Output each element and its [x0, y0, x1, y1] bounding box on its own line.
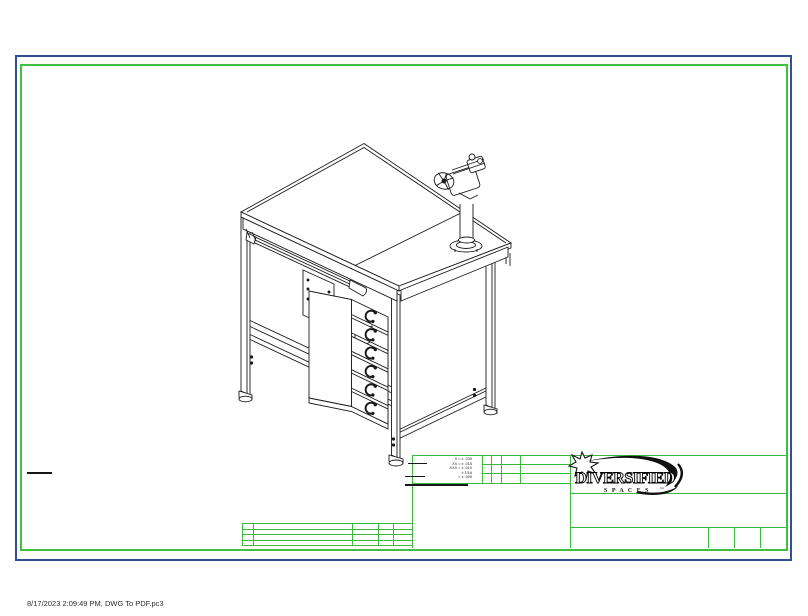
revision-row-line — [242, 528, 412, 530]
revision-row-line — [242, 534, 412, 535]
drawer-handle-icon — [364, 309, 377, 324]
tabletop-seam — [351, 209, 468, 268]
tolerance-note: XX = ± .015 — [452, 461, 472, 466]
vise-assembly — [433, 153, 486, 253]
diversified-spaces-logo: DIVERSIFIED S P A C E S ™ — [568, 450, 683, 495]
title-block-divider — [570, 455, 571, 548]
title-cell-divider — [760, 527, 761, 548]
drawer — [351, 335, 389, 370]
drawer-handle-icon — [364, 328, 377, 342]
tolerance-box-bottom-line — [412, 483, 570, 484]
drawer — [351, 353, 389, 388]
tolerance-note: = ± .005 — [458, 475, 472, 480]
handwheel-icon — [433, 172, 455, 191]
tolerance-note: X = ± .030 — [454, 457, 472, 461]
drawer-unit-side-panel — [308, 290, 352, 408]
tolerance-leader-line — [408, 462, 427, 464]
logo-trademark: ™ — [660, 486, 664, 491]
apron-front-right — [400, 246, 509, 302]
title-block-top-line — [412, 455, 786, 456]
tolerance-note: ± 1/16 — [461, 470, 472, 475]
drawer-unit — [308, 290, 389, 430]
vise-head — [433, 153, 486, 200]
revision-row-line — [242, 539, 412, 541]
logo-sub-text: S P A C E S — [604, 488, 650, 494]
tolerance-note: .XXX = ± .010 — [448, 466, 472, 471]
grid-line — [501, 455, 502, 483]
rail-end-cap — [348, 279, 368, 297]
tolerance-bar — [405, 483, 468, 486]
title-cell-divider — [708, 527, 709, 548]
bolt-dot — [472, 393, 477, 398]
grid-line — [482, 472, 570, 474]
drawer-handle-icon — [364, 383, 377, 397]
fold-mark — [27, 472, 52, 474]
pedestal-post — [458, 204, 475, 244]
left-leg — [238, 216, 254, 403]
title-row-line — [570, 527, 786, 528]
grid-line — [520, 455, 521, 483]
revision-col-line — [253, 523, 254, 545]
apron-front-left — [242, 217, 398, 302]
right-leg — [483, 249, 498, 416]
drawer-handle-icon — [364, 401, 377, 416]
logo-paren — [674, 463, 683, 488]
title-cell-divider — [734, 527, 735, 548]
logo-starburst-icon — [568, 450, 600, 481]
grid-line — [482, 455, 483, 483]
logo-brand-text: DIVERSIFIED — [575, 470, 674, 487]
tolerance-notes: X = ± .030 XX = ± .015 .XXX = ± .010 ± 1… — [426, 457, 472, 480]
revision-col-line — [352, 523, 353, 545]
rail-clamp — [245, 232, 257, 245]
drawer-handle-icon — [364, 364, 377, 379]
drawer — [351, 390, 389, 425]
grid-line — [491, 455, 492, 483]
sheet-border-inner — [20, 64, 788, 551]
drawer — [351, 317, 389, 352]
right-side-rails — [391, 386, 489, 443]
drawer — [351, 298, 389, 333]
tolerance-leader-line — [405, 475, 425, 477]
logo-cell-bottom-line — [570, 493, 786, 494]
revision-col-line — [378, 523, 379, 545]
logo-swoosh-upper — [584, 455, 678, 487]
drawer — [351, 372, 389, 407]
bolt-dot — [472, 387, 477, 392]
sheet-border-outer — [15, 55, 792, 561]
slide-rail-assembly — [245, 228, 368, 297]
front-leg — [388, 290, 404, 467]
title-block-left-line — [412, 455, 413, 548]
revision-col-line — [393, 523, 394, 545]
plot-stamp: 8/17/2023 2:09:49 PM, DWG To PDF.pc3 — [27, 599, 164, 608]
grid-line — [482, 464, 570, 465]
logo-swoosh-lower — [636, 486, 678, 495]
drawer-handle-icon — [364, 346, 377, 360]
